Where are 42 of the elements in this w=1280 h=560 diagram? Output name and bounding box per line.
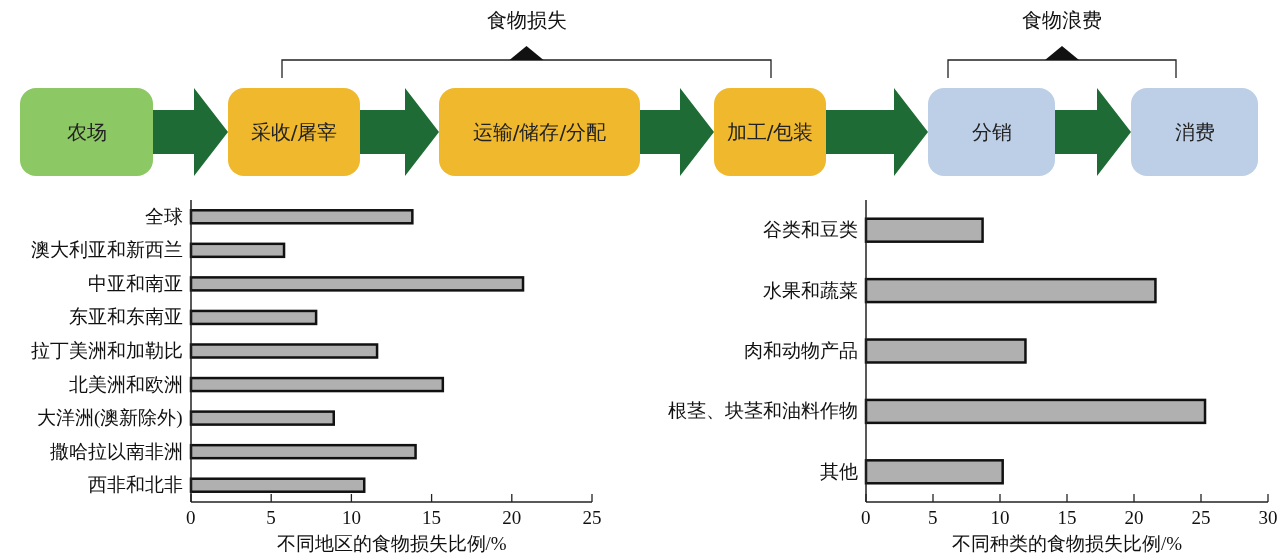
axis-title: 不同种类的食物损失比例/% [952,532,1183,556]
category-label: 水果和蔬菜 [763,278,858,303]
tick-label: 0 [861,507,871,529]
tick-label: 5 [928,507,938,529]
tick-label: 10 [341,507,361,529]
block-arrow [826,88,928,176]
category-label: 根茎、块茎和油料作物 [668,399,858,424]
block-arrow [360,88,439,176]
category-label: 肉和动物产品 [744,339,858,363]
tick-label: 25 [582,507,602,529]
category-label: 谷类和豆类 [763,218,858,243]
process-box: 运输/储存/分配 [439,88,640,176]
tick-label: 5 [266,507,276,529]
category-label: 其他 [820,459,858,484]
category-label: 东亚和东南亚 [69,305,183,330]
block-arrow [153,88,228,176]
tick-label: 15 [1057,507,1077,529]
block-arrow [640,88,714,176]
tick-label: 0 [186,507,196,529]
axis-title: 不同地区的食物损失比例/% [276,532,507,556]
category-label: 澳大利亚和新西兰 [31,238,183,263]
tick-label: 20 [502,507,522,529]
category-label: 撒哈拉以南非洲 [50,439,183,464]
block-arrow [1055,88,1131,176]
category-label: 西非和北非 [88,473,183,498]
tick-label: 10 [990,507,1010,529]
process-box: 加工/包装 [714,88,826,176]
process-box: 消费 [1131,88,1258,176]
tick-label: 20 [1124,507,1144,529]
process-box: 分销 [928,88,1055,176]
process-box: 采收/屠宰 [228,88,360,176]
category-label: 拉丁美洲和加勒比 [31,339,183,363]
process-box: 农场 [20,88,153,176]
bracket-label: 食物浪费 [1022,6,1102,34]
category-label: 大洋洲(澳新除外) [37,406,183,431]
category-label: 中亚和南亚 [88,271,183,296]
bracket-label: 食物损失 [486,6,567,34]
tick-label: 30 [1258,507,1278,529]
tick-label: 25 [1191,507,1211,529]
category-label: 北美洲和欧洲 [69,372,183,397]
tick-label: 15 [422,507,442,529]
category-label: 全球 [145,204,183,229]
